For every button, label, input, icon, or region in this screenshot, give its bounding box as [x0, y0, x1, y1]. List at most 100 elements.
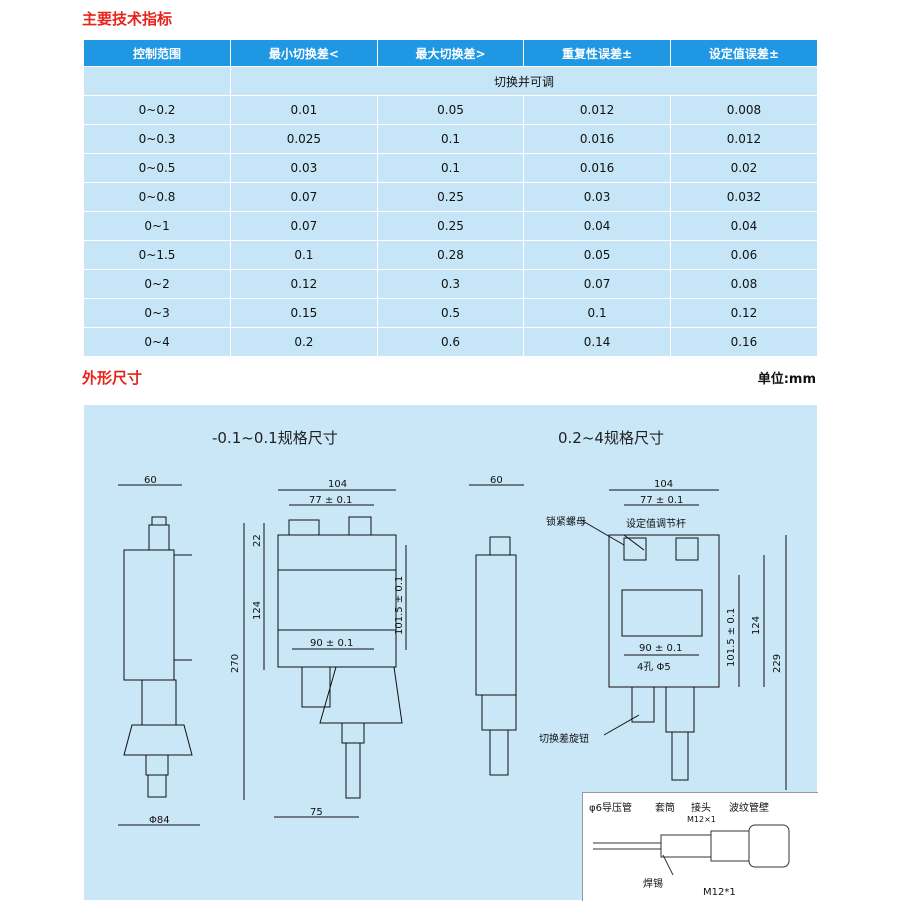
- table-cell: 0.025: [230, 124, 378, 154]
- table-cell: 0.03: [230, 153, 378, 183]
- table-cell: 0~2: [84, 269, 232, 299]
- column-header: 设定值误差±: [670, 40, 817, 67]
- dim-holes: 4孔 Φ5: [637, 662, 671, 673]
- table-cell: 0.1: [377, 153, 525, 183]
- dim-width-60-left: 60: [144, 475, 157, 486]
- dim-height-124-left: 124: [252, 600, 263, 620]
- column-header: 控制范围: [84, 40, 232, 67]
- inset-thread-bottom-label: M12*1: [703, 887, 736, 898]
- table-cell: 0~0.2: [84, 95, 232, 125]
- unit-label: 单位:mm: [757, 372, 816, 387]
- callout-set-rod: 设定值调节杆: [626, 519, 686, 530]
- table-cell: 0.07: [230, 211, 378, 241]
- table-cell: 0.6: [377, 327, 525, 356]
- table-cell: 0.032: [670, 182, 817, 212]
- dim-height-270: 270: [230, 653, 241, 673]
- column-header: 最大切换差>: [377, 40, 525, 67]
- table-cell: 0.016: [523, 124, 671, 154]
- table-cell: 0.012: [670, 124, 817, 154]
- table-cell: 0.1: [230, 240, 378, 270]
- table-cell: 0.012: [523, 95, 671, 125]
- table-cell: 0~3: [84, 298, 232, 328]
- inset-lines: [593, 824, 790, 876]
- table-cell: 0.16: [670, 327, 817, 356]
- table-cell: 0~1: [84, 211, 232, 241]
- table-cell: 0~0.8: [84, 182, 232, 212]
- table-cell: 0.01: [230, 95, 378, 125]
- dim-height-101-right: 101.5 ± 0.1: [726, 607, 737, 667]
- table-cell: 0.04: [523, 211, 671, 241]
- table-cell: 0.08: [670, 269, 817, 299]
- inset-solder-label: 焊锡: [643, 879, 663, 890]
- table-cell: 0.28: [377, 240, 525, 270]
- table-cell: 0.05: [523, 240, 671, 270]
- table-cell: 0~0.5: [84, 153, 232, 183]
- column-header: 最小切换差<: [230, 40, 378, 67]
- table-cell: 0.07: [230, 182, 378, 212]
- table-cell: 0.1: [377, 124, 525, 154]
- table-cell: 0.2: [230, 327, 378, 356]
- table-cell: 0~1.5: [84, 240, 232, 270]
- table-cell: [84, 66, 232, 96]
- inset-sleeve-label: 套筒: [655, 803, 675, 814]
- fitting-detail-inset: φ6导压管 套筒 接头 波纹管壁 M12×1 焊锡 M12*1: [582, 792, 818, 901]
- note-row: 切换并可调: [84, 66, 817, 96]
- spec-table-header: 控制范围最小切换差<最大切换差>重复性误差±设定值误差±: [84, 40, 817, 67]
- dim-width-75: 75: [310, 807, 323, 818]
- dim-height-101-left: 101.5 ± 0.1: [394, 575, 405, 635]
- inset-joint-label: 接头: [691, 803, 711, 814]
- table-cell: 0~4: [84, 327, 232, 356]
- table-cell: 0.5: [377, 298, 525, 328]
- adjustable-note: 切换并可调: [230, 66, 817, 96]
- dim-width-104-right: 104: [654, 479, 674, 490]
- callout-lock-nut: 锁紧螺母: [546, 517, 586, 528]
- table-cell: 0.15: [230, 298, 378, 328]
- dim-width-60-right: 60: [490, 475, 503, 486]
- callout-diff-knob: 切换差旋钮: [539, 734, 589, 745]
- table-cell: 0.06: [670, 240, 817, 270]
- dim-height-22: 22: [252, 534, 263, 547]
- dimensions-section-title: 外形尺寸: [82, 369, 143, 387]
- table-cell: 0.25: [377, 182, 525, 212]
- dimension-drawing: -0.1~0.1规格尺寸 0.2~4规格尺寸 60 Φ84 104 77 ± 0…: [84, 405, 818, 901]
- right-drawing-title: 0.2~4规格尺寸: [558, 429, 664, 447]
- table-cell: 0.016: [523, 153, 671, 183]
- table-cell: 0.008: [670, 95, 817, 125]
- table-cell: 0.25: [377, 211, 525, 241]
- dim-width-77-left: 77 ± 0.1: [309, 495, 353, 506]
- table-cell: 0.04: [670, 211, 817, 241]
- dim-height-229: 229: [772, 653, 783, 673]
- dim-width-104-left: 104: [328, 479, 348, 490]
- inset-bellows-label: 波纹管壁: [729, 803, 769, 814]
- table-cell: 0~0.3: [84, 124, 232, 154]
- table-cell: 0.02: [670, 153, 817, 183]
- column-header: 重复性误差±: [523, 40, 671, 67]
- inset-pipe-label: φ6导压管: [589, 803, 632, 814]
- table-cell: 0.14: [523, 327, 671, 356]
- inset-thread-top-label: M12×1: [687, 815, 716, 824]
- table-cell: 0.05: [377, 95, 525, 125]
- table-cell: 0.12: [230, 269, 378, 299]
- table-cell: 0.03: [523, 182, 671, 212]
- dim-width-90-left: 90 ± 0.1: [310, 638, 354, 649]
- table-cell: 0.3: [377, 269, 525, 299]
- dim-width-90-right: 90 ± 0.1: [639, 643, 683, 654]
- table-cell: 0.07: [523, 269, 671, 299]
- table-cell: 0.12: [670, 298, 817, 328]
- dim-diameter-84: Φ84: [149, 815, 170, 826]
- left-drawing-title: -0.1~0.1规格尺寸: [212, 429, 338, 447]
- drawing-lines: [118, 484, 787, 826]
- dim-height-124-right: 124: [751, 615, 762, 635]
- table-cell: 0.1: [523, 298, 671, 328]
